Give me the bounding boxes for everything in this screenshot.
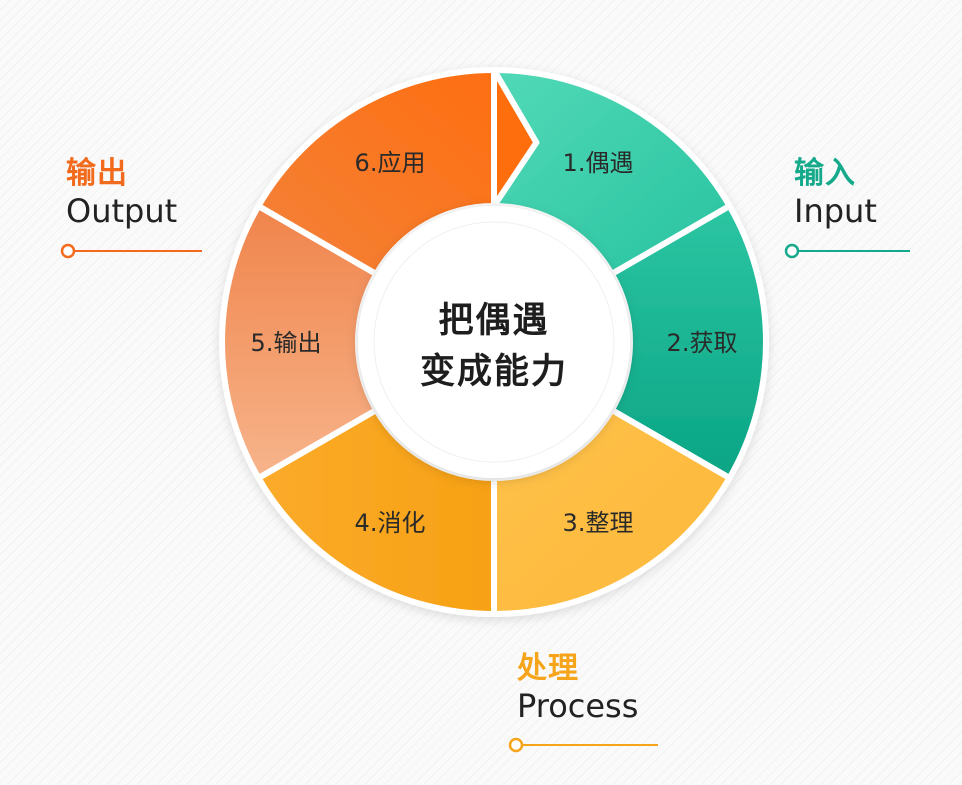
input-connector bbox=[784, 243, 910, 259]
input-label-zh: 输入 bbox=[794, 156, 856, 191]
segment-6-label: 6.应用 bbox=[355, 149, 426, 177]
center-title-line1: 把偶遇 bbox=[438, 301, 549, 341]
cycle-arrowhead bbox=[491, 67, 540, 209]
segment-5-label: 5.输出 bbox=[251, 329, 322, 357]
output-label-en: Output bbox=[66, 192, 178, 230]
process-label-en: Process bbox=[517, 687, 639, 725]
segment-2-label: 2.获取 bbox=[667, 329, 738, 357]
center-circle-inner bbox=[373, 221, 615, 463]
segment-1-label: 1.偶遇 bbox=[563, 149, 634, 177]
process-connector bbox=[508, 737, 658, 753]
input-label-group: 输入 Input bbox=[794, 156, 877, 230]
segment-3-label: 3.整理 bbox=[563, 509, 634, 537]
process-label-zh: 处理 bbox=[517, 651, 579, 686]
output-label-group: 输出 Output bbox=[66, 156, 177, 230]
input-label-en: Input bbox=[794, 192, 877, 230]
center-title-line2: 变成能力 bbox=[420, 352, 568, 392]
process-label-group: 处理 Process bbox=[517, 651, 638, 725]
output-connector bbox=[60, 243, 202, 259]
output-label-zh: 输出 bbox=[66, 156, 128, 191]
segment-4-label: 4.消化 bbox=[355, 509, 426, 537]
